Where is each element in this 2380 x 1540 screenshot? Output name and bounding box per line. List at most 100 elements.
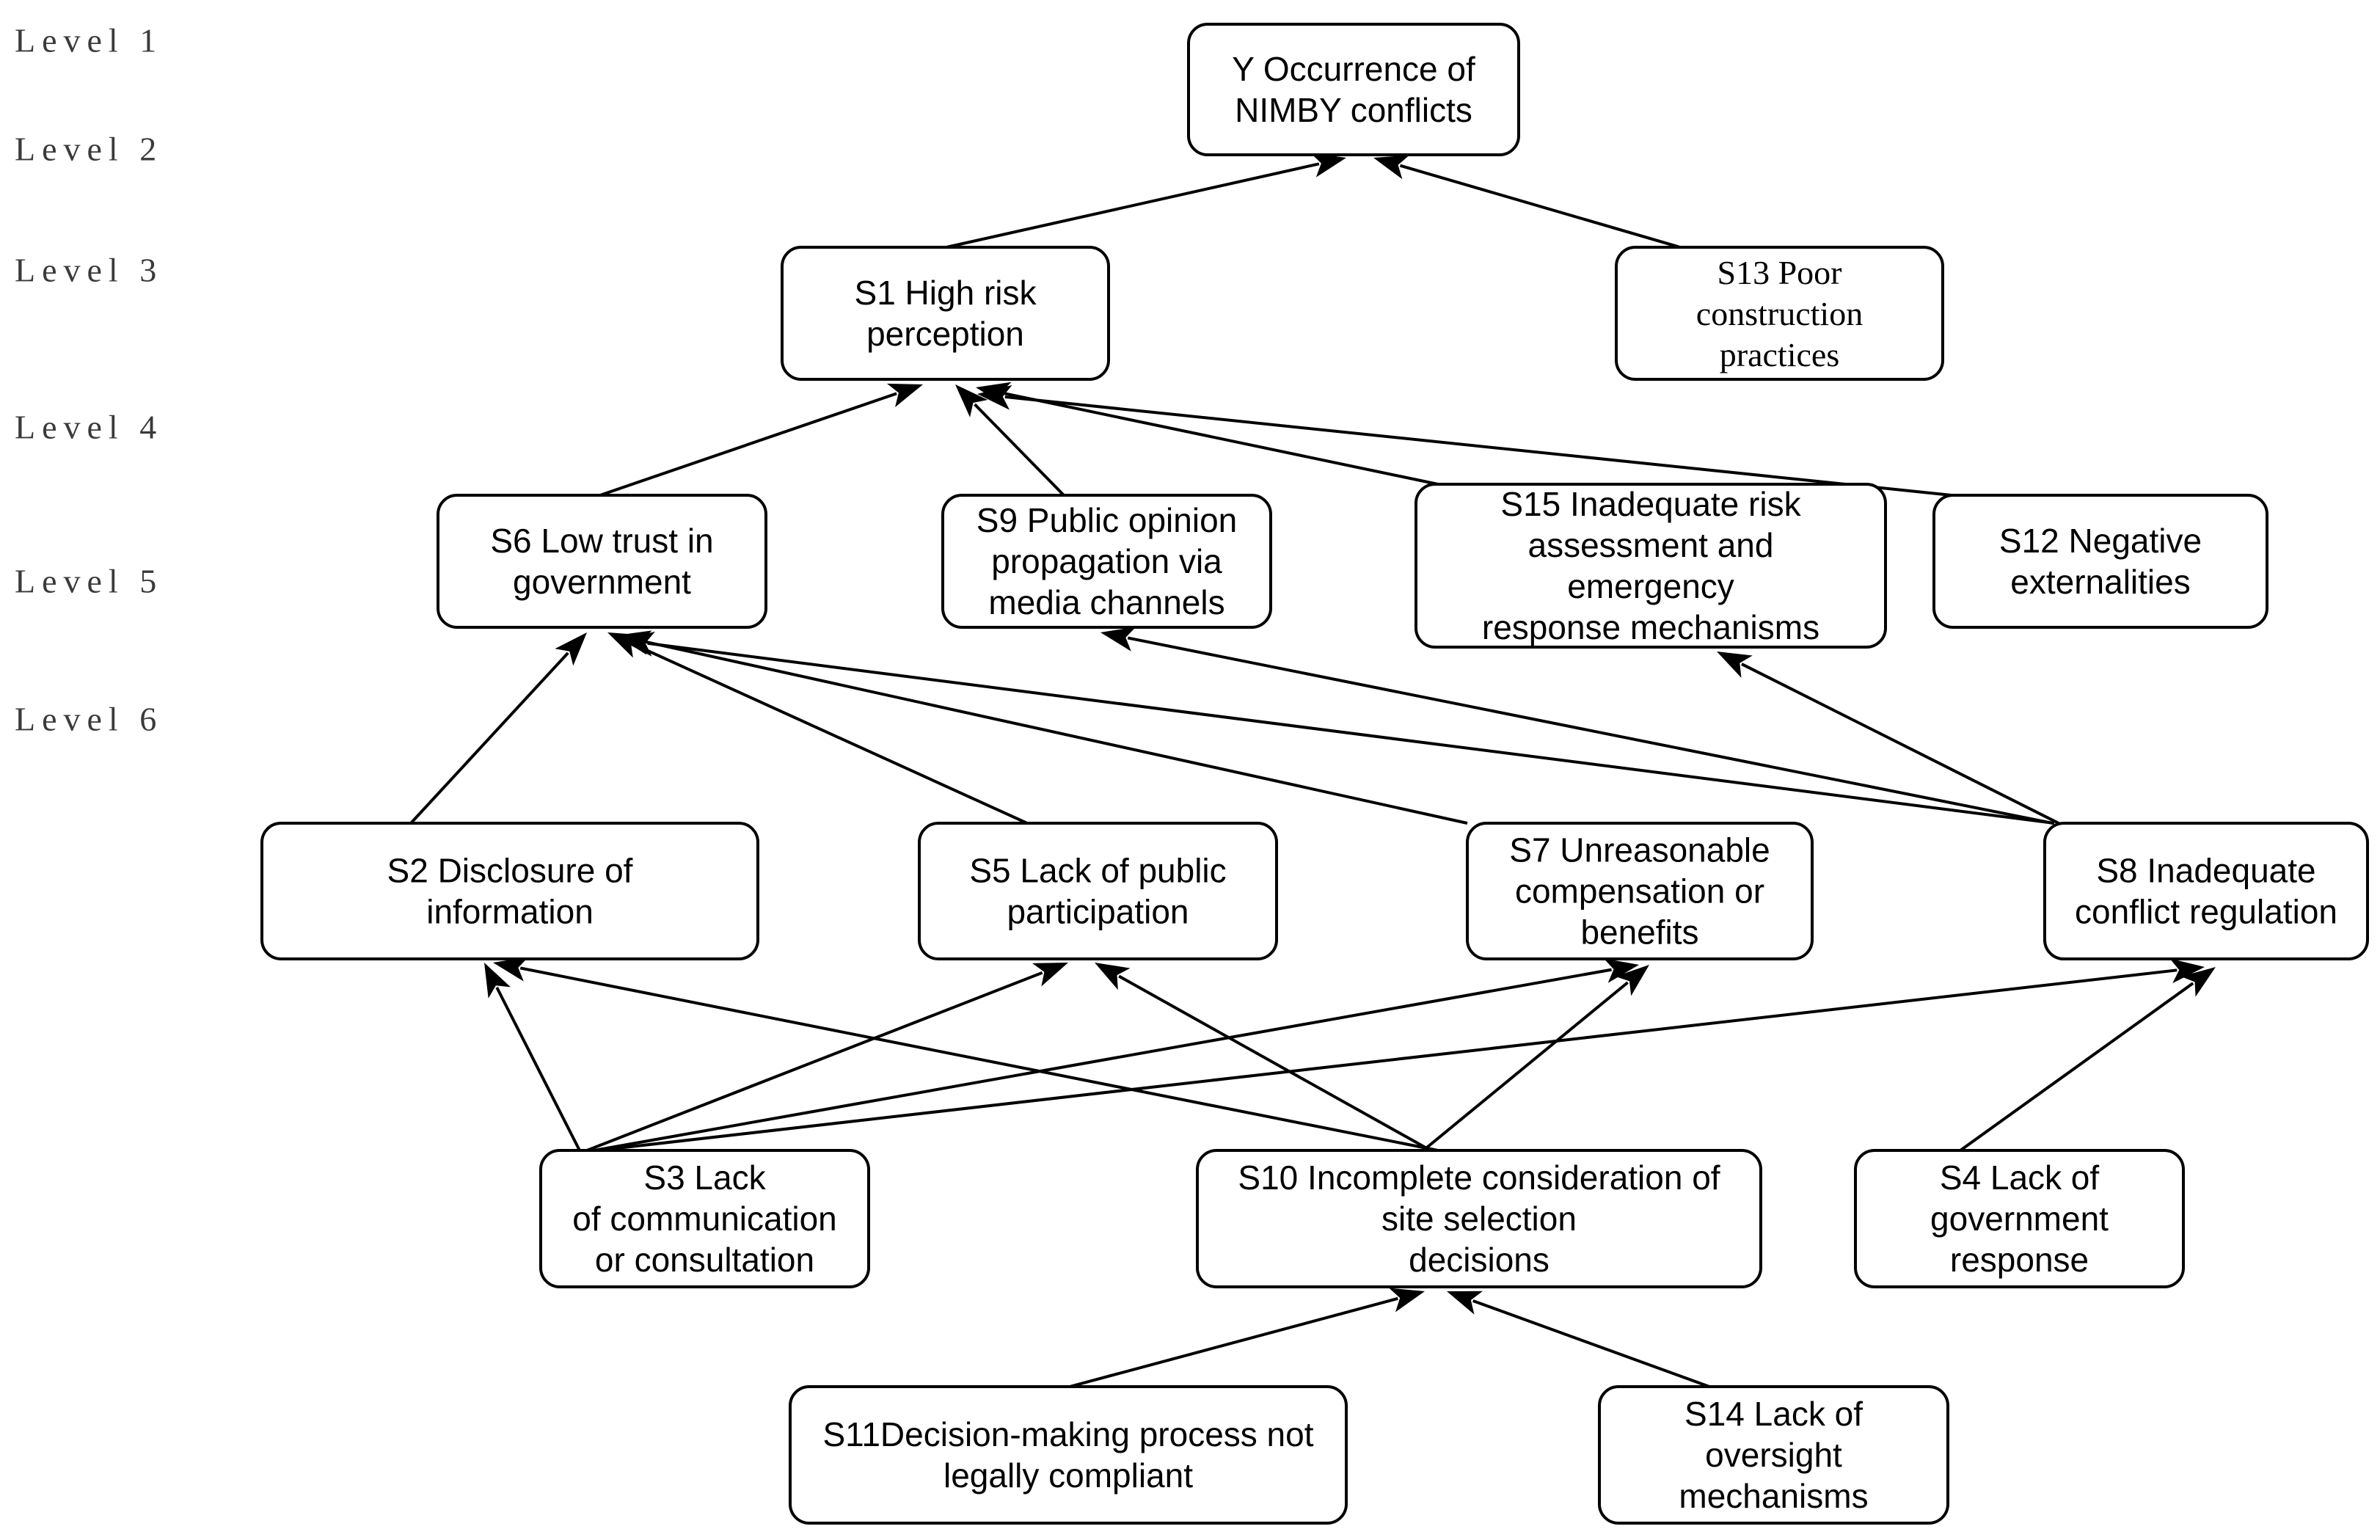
edge-S6-to-S1 — [599, 383, 923, 497]
edge-S7-to-S6 — [616, 630, 1468, 825]
edge-line — [1069, 1296, 1398, 1388]
node-label-line: S12 Negative — [1999, 522, 2202, 560]
level-label-5: Level 5 — [15, 563, 163, 600]
edge-S4-to-S8 — [1959, 967, 2216, 1152]
node-box-S11[interactable] — [789, 1385, 1348, 1525]
node-box-S10[interactable] — [1196, 1149, 1762, 1288]
edge-S1-to-Y — [946, 153, 1346, 249]
edge-line — [599, 392, 897, 497]
node-label-line: mechanisms — [1679, 1477, 1868, 1515]
edge-S2-to-S6 — [409, 632, 587, 825]
node-label-line: decisions — [1409, 1241, 1549, 1279]
node-box-S8[interactable] — [2043, 822, 2369, 960]
node-label-line: site selection — [1381, 1200, 1577, 1238]
edges-layer — [409, 153, 2216, 1388]
edge-S11-to-S10 — [1069, 1288, 1425, 1388]
arrowhead — [2169, 958, 2205, 984]
node-label-line: S15 Inadequate risk — [1500, 485, 1801, 523]
arrowhead — [1717, 652, 1753, 678]
edge-line — [1118, 974, 1431, 1152]
node-box-S12[interactable] — [1932, 494, 2268, 629]
node-label-line: response mechanisms — [1482, 608, 1819, 646]
edge-S12-to-S1 — [977, 384, 1952, 497]
edge-S14-to-S10 — [1447, 1291, 1710, 1388]
node-box-S5[interactable] — [918, 822, 1278, 960]
node-label-line: compensation or — [1515, 872, 1764, 911]
edge-S3-to-S7 — [594, 958, 1639, 1152]
arrowhead — [1095, 963, 1131, 990]
node-label-line: benefits — [1580, 913, 1698, 952]
node-box-S7[interactable] — [1466, 822, 1814, 960]
arrowhead — [555, 632, 587, 666]
node-box-S3[interactable] — [539, 1149, 870, 1288]
node-label-line: S8 Inadequate — [2096, 852, 2315, 890]
node-box-S14[interactable] — [1598, 1385, 1949, 1525]
node-label-line: S11Decision-making process not — [822, 1415, 1313, 1453]
node-label-line: externalities — [2010, 563, 2190, 601]
node-box-S2[interactable] — [260, 822, 759, 960]
arrowhead — [1447, 1291, 1483, 1315]
edge-S8-to-S15 — [1717, 652, 2059, 825]
arrowhead — [484, 963, 511, 999]
node-label-line: government — [1930, 1200, 2109, 1238]
level-label-6: Level 6 — [15, 701, 163, 738]
node-label-line: media channels — [988, 583, 1224, 621]
node-label-line: S13 Poor — [1718, 254, 1842, 291]
node-label-line: S7 Unreasonable — [1509, 831, 1770, 869]
node-label-line: S5 Lack of public — [969, 852, 1226, 890]
edge-S3-to-S2 — [484, 963, 581, 1151]
node-label-line: S3 Lack — [643, 1158, 766, 1197]
edge-line — [946, 162, 1320, 249]
node-label-line: S1 High risk — [855, 274, 1037, 312]
node-box-S1[interactable] — [781, 246, 1110, 381]
edge-line — [1959, 982, 2194, 1152]
edge-S8-to-S9 — [1100, 627, 2054, 825]
node-label-line: participation — [1007, 893, 1189, 931]
edge-S5-to-S6 — [607, 632, 1028, 825]
arrowhead — [1603, 958, 1639, 983]
arrowhead — [955, 384, 988, 417]
node-label-line: S9 Public opinion — [977, 501, 1237, 539]
level-label-1: Level 1 — [15, 22, 163, 59]
node-label-line: response — [1950, 1241, 2089, 1279]
node-box-S15[interactable] — [1415, 483, 1887, 649]
node-label-line: conflict regulation — [2075, 893, 2337, 931]
node-box-S6[interactable] — [437, 494, 767, 629]
node-box-S4[interactable] — [1854, 1149, 2185, 1288]
node-box-S13[interactable] — [1615, 246, 1944, 381]
node-label-line: NIMBY conflicts — [1235, 91, 1472, 129]
node-box-Y[interactable] — [1187, 23, 1520, 156]
node-label-line: S10 Incomplete consideration of — [1238, 1158, 1720, 1197]
node-label-line: S6 Low trust in — [490, 522, 713, 560]
edge-line — [1741, 663, 2059, 825]
arrowhead — [493, 957, 529, 982]
arrowhead — [977, 384, 1012, 410]
edge-line — [519, 966, 1439, 1152]
node-label-line: or consultation — [595, 1241, 814, 1279]
node-box-S9[interactable] — [941, 494, 1272, 629]
edge-line — [586, 971, 1043, 1152]
edge-line — [1472, 1299, 1710, 1388]
arrowhead — [886, 383, 923, 408]
level-label-4: Level 4 — [15, 409, 163, 446]
edge-S15-to-S1 — [976, 382, 1439, 486]
edge-line — [1422, 981, 1629, 1152]
edge-line — [632, 642, 1028, 825]
